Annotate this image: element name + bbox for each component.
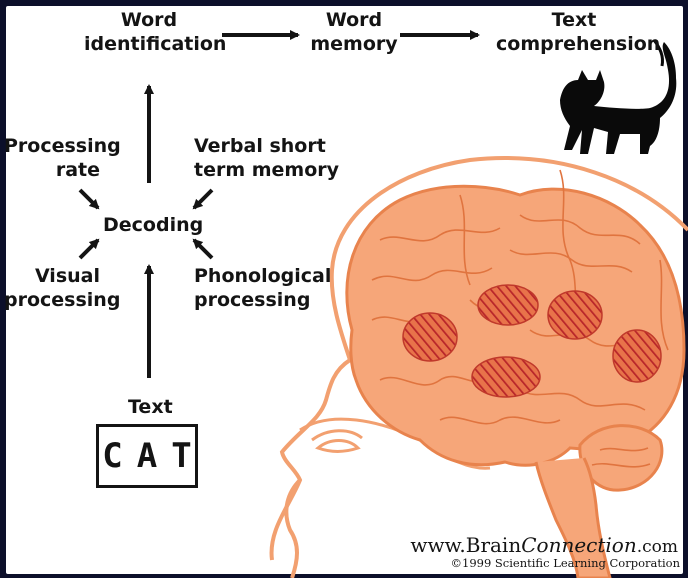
processing-rate-label: Processing rate bbox=[4, 134, 100, 182]
arrow-phonological-to-decoding bbox=[194, 240, 212, 258]
verbal-line2: term memory bbox=[194, 158, 314, 182]
region-frontal bbox=[548, 291, 602, 339]
word-identification-line1: Word bbox=[84, 8, 214, 32]
copyright-notice: ©1999 Scientific Learning Corporation bbox=[451, 556, 681, 570]
word-memory-line2: memory bbox=[310, 32, 398, 56]
visual-processing-label: Visual processing bbox=[4, 264, 100, 312]
verbal-short-term-memory-label: Verbal short term memory bbox=[194, 134, 314, 182]
brand-italic: Connection bbox=[521, 533, 637, 557]
text-comprehension-line1: Text bbox=[496, 8, 652, 32]
brain bbox=[347, 186, 684, 465]
phonological-processing-label: Phonological processing bbox=[194, 264, 314, 312]
eye bbox=[318, 441, 358, 452]
verbal-line1: Verbal short bbox=[194, 134, 314, 158]
arrow-rate-to-decoding bbox=[80, 190, 98, 208]
brand-prefix: www.Brain bbox=[410, 533, 521, 557]
text-comprehension-line2: comprehension bbox=[496, 32, 652, 56]
region-occipital bbox=[403, 313, 457, 361]
word-memory-line1: Word bbox=[310, 8, 398, 32]
visual-line2: processing bbox=[4, 288, 100, 312]
decoding-label: Decoding bbox=[103, 213, 203, 237]
arrow-verbal-to-decoding bbox=[194, 190, 212, 208]
region-parietal bbox=[478, 285, 538, 325]
text-comprehension-label: Text comprehension bbox=[496, 8, 652, 56]
word-identification-line2: identification bbox=[84, 32, 214, 56]
cat-word-box: CAT bbox=[96, 424, 198, 488]
cat-icon bbox=[560, 42, 676, 154]
phonological-line1: Phonological bbox=[194, 264, 314, 288]
region-temporal bbox=[472, 357, 540, 397]
word-memory-label: Word memory bbox=[310, 8, 398, 56]
visual-line1: Visual bbox=[4, 264, 100, 288]
text-label: Text bbox=[128, 395, 173, 419]
word-identification-label: Word identification bbox=[84, 8, 214, 56]
processing-rate-line1: Processing bbox=[4, 134, 100, 158]
processing-rate-line2: rate bbox=[4, 158, 100, 182]
phonological-line2: processing bbox=[194, 288, 314, 312]
region-prefrontal bbox=[613, 330, 661, 382]
brand-credit: www.BrainConnection.com bbox=[410, 533, 678, 557]
cat-word: CAT bbox=[88, 436, 205, 476]
brand-suffix: .com bbox=[637, 537, 678, 557]
arrow-visual-to-decoding bbox=[80, 240, 98, 258]
